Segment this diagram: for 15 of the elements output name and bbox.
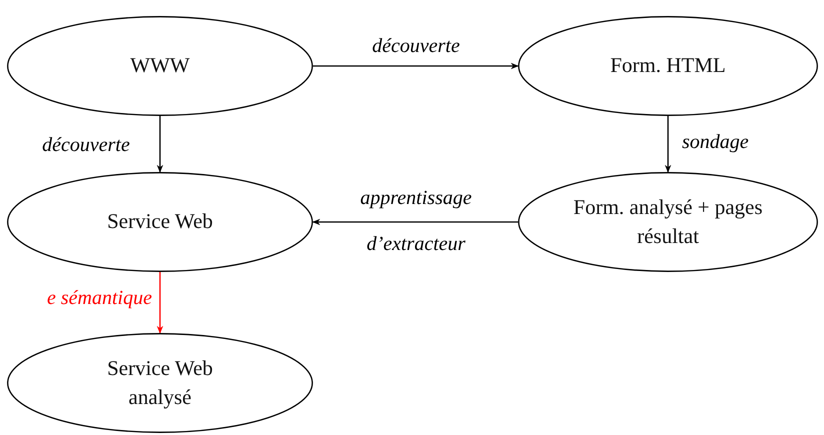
arrow (313, 62, 519, 70)
node-label: Form. HTML (610, 52, 726, 80)
edge-label: apprentissage d’extracteur (359, 186, 473, 257)
node-label: Service Web (107, 208, 213, 236)
edge-label: découverte (42, 133, 130, 157)
arrow (664, 116, 672, 173)
edge-label: découverte (372, 34, 460, 58)
node-label: Form. analysé + pages résultat (573, 194, 763, 250)
edge-label: sondage (682, 130, 749, 154)
arrow (156, 272, 164, 334)
arrow (156, 116, 164, 173)
node-label: WWW (130, 52, 190, 80)
node-label: Service Web analysé (106, 354, 214, 411)
edge-label: e sémantique (47, 286, 152, 310)
arrow (312, 218, 518, 226)
